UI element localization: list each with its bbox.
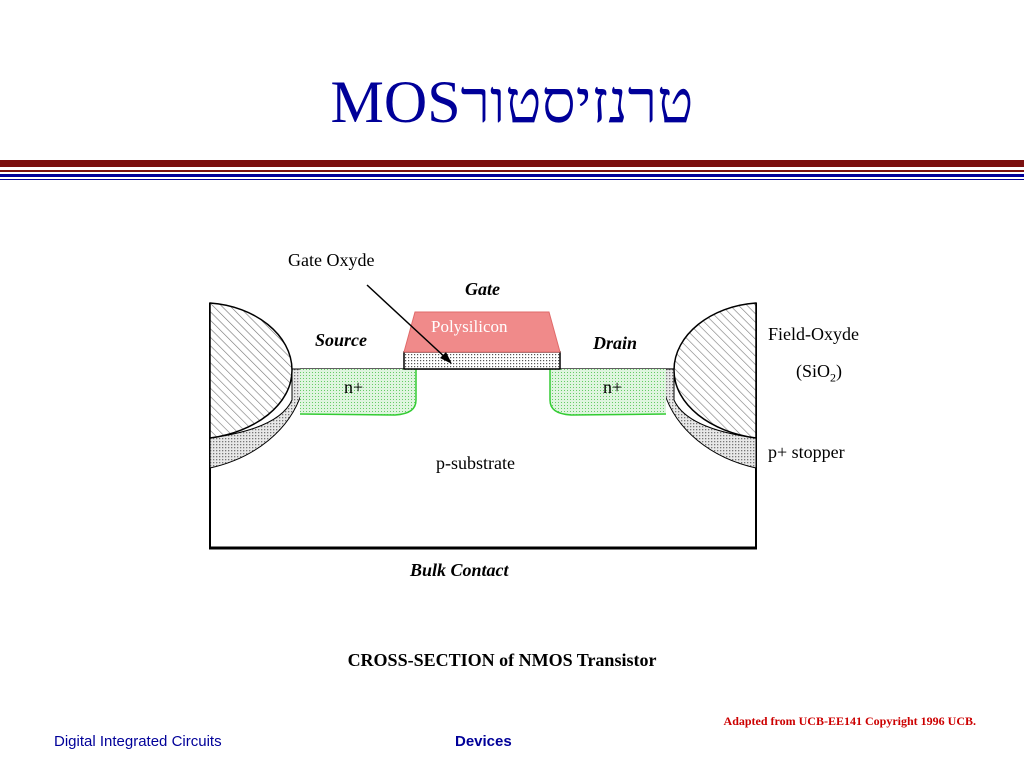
gate-label: Gate	[465, 279, 500, 299]
gate-oxide	[403, 351, 561, 370]
sio2-label: (SiO2)	[796, 361, 842, 386]
source-n-plus-region	[300, 369, 416, 415]
left-field-oxide	[209, 302, 293, 439]
gate-oxyde-label: Gate Oxyde	[288, 250, 375, 270]
source-label: Source	[315, 330, 368, 350]
right-field-oxide	[673, 302, 757, 439]
footer-course-title: Digital Integrated Circuits	[54, 733, 222, 750]
source-n-plus-edge	[299, 369, 417, 416]
gate-oxyde-pointer	[366, 284, 449, 361]
sio2-open: (SiO	[796, 361, 831, 381]
sio2-close: )	[836, 361, 843, 381]
drain-label: Drain	[593, 333, 638, 353]
footer-section-title: Devices	[455, 733, 512, 750]
title-rule-dark-red	[0, 160, 1024, 167]
diagram-caption: CROSS-SECTION of NMOS Transistor	[347, 650, 657, 670]
title-rule-thin-red	[0, 170, 1024, 172]
polysilicon-label: Polysilicon	[431, 317, 508, 336]
p-stopper-label: p+ stopper	[768, 442, 845, 462]
bulk-contact-label: Bulk Contact	[410, 560, 509, 580]
drain-n-plus-region	[550, 369, 666, 415]
credit-note: Adapted from UCB-EE141 Copyright 1996 UC…	[723, 714, 976, 728]
source-n-plus-label: n+	[344, 377, 364, 397]
gate-oxyde-arrowhead	[440, 352, 452, 364]
title-rule-thin-blue	[0, 179, 1024, 180]
sio2-subscript: 2	[830, 370, 837, 385]
drain-n-plus-label: n+	[603, 377, 623, 397]
p-substrate-label: p-substrate	[436, 453, 515, 473]
drain-n-plus-edge	[549, 369, 667, 416]
field-oxyde-label: Field-Oxyde	[768, 324, 859, 344]
slide-title: MOSטרנזיסטור	[330, 69, 694, 135]
title-rule-blue	[0, 174, 1024, 177]
